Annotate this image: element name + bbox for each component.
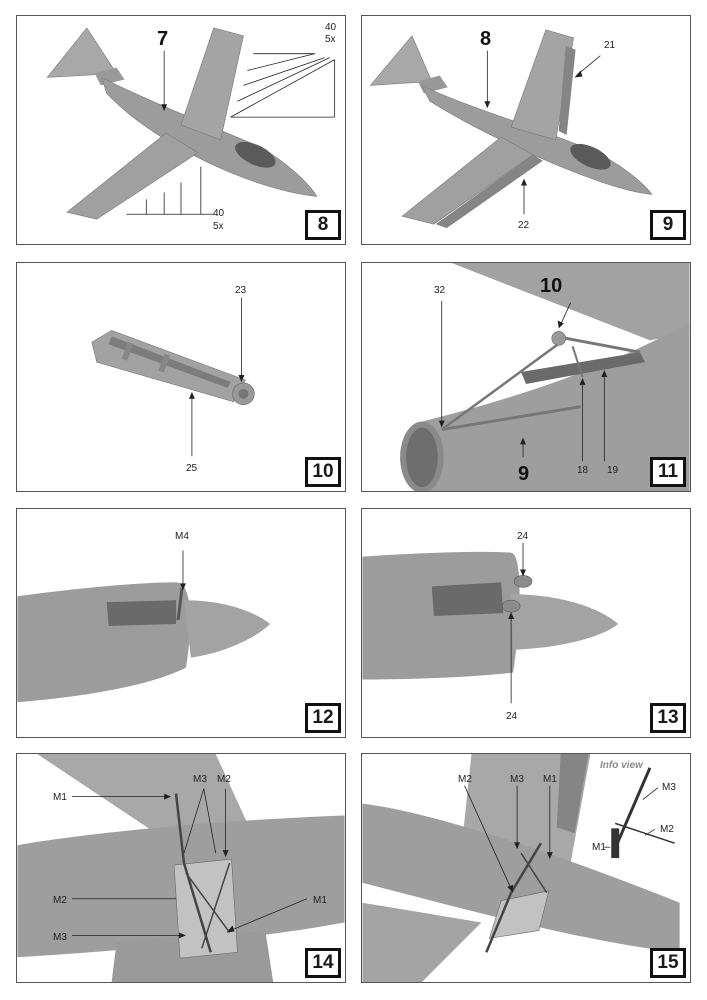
- step-8-top-count: 40: [325, 22, 337, 33]
- step-8-top-mult: 5x: [325, 34, 336, 45]
- step-11-panel: 32 10 9 18 19 11: [361, 262, 691, 492]
- step-11-part-32: 32: [434, 285, 446, 296]
- step-14-m1-top: M1: [53, 792, 67, 803]
- step-8-bot-count: 40: [213, 208, 225, 219]
- step-11-part-19: 19: [607, 465, 619, 476]
- step-11-part-18: 18: [577, 465, 589, 476]
- step-11-ref-10: 10: [540, 275, 563, 297]
- step-9-number: 9: [650, 210, 686, 240]
- step-14-m1-right: M1: [313, 895, 327, 906]
- step-15-info-m3: M3: [662, 782, 676, 793]
- step-15-m2: M2: [458, 774, 472, 785]
- step-15-number: 15: [650, 948, 686, 978]
- step-10-part-illustration: [91, 297, 255, 457]
- step-15-info-m1: M1: [592, 842, 606, 853]
- step-14-m2-left: M2: [53, 895, 67, 906]
- step-13-nose-illustration: [362, 542, 619, 704]
- step-10-part-25: 25: [186, 463, 198, 474]
- step-8-panel: 7 40 5x 40 5x 8: [16, 15, 346, 245]
- step-9-aircraft-illustration: [369, 29, 653, 229]
- step-10-panel: 23 25 10: [16, 262, 346, 492]
- step-12-nose-illustration: [17, 550, 271, 703]
- step-15-info-m2: M2: [660, 824, 674, 835]
- step-13-number: 13: [650, 703, 686, 733]
- step-8-aircraft-illustration: [46, 27, 336, 220]
- step-8-ref-label: 7: [157, 28, 169, 50]
- step-12-panel: M4 12: [16, 508, 346, 738]
- step-10-part-23: 23: [235, 285, 247, 296]
- step-14-panel: M1 M3 M2 M2 M3 M1 14: [16, 753, 346, 983]
- step-14-m3-top: M3: [193, 774, 207, 785]
- step-15-m3: M3: [510, 774, 524, 785]
- step-12-number: 12: [305, 703, 341, 733]
- step-9-ref-label: 8: [480, 28, 492, 50]
- step-15-info-view-title: Info view: [600, 760, 643, 771]
- step-15-panel: M2 M3 M1 Info view M3 M2 M1 15: [361, 753, 691, 983]
- step-11-number: 11: [650, 457, 686, 487]
- step-8-number: 8: [305, 210, 341, 240]
- step-8-bot-mult: 5x: [213, 221, 224, 232]
- step-9-part-21: 21: [604, 40, 616, 51]
- step-9-panel: 8 21 22 9: [361, 15, 691, 245]
- step-13-panel: 24 24 13: [361, 508, 691, 738]
- step-13-part-24-bottom: 24: [506, 711, 518, 722]
- step-14-landing-gear-illustration: [17, 754, 345, 982]
- step-9-part-22: 22: [518, 220, 530, 231]
- step-10-number: 10: [305, 457, 341, 487]
- step-14-number: 14: [305, 948, 341, 978]
- step-11-ref-9: 9: [518, 463, 530, 485]
- step-15-m1: M1: [543, 774, 557, 785]
- step-14-m2-top: M2: [217, 774, 231, 785]
- step-14-m3-left: M3: [53, 932, 67, 943]
- step-13-part-24-top: 24: [517, 531, 529, 542]
- step-15-landing-gear-illustration: [362, 754, 680, 982]
- step-11-aircraft-illustration: [400, 263, 690, 491]
- step-12-part-m4: M4: [175, 531, 189, 542]
